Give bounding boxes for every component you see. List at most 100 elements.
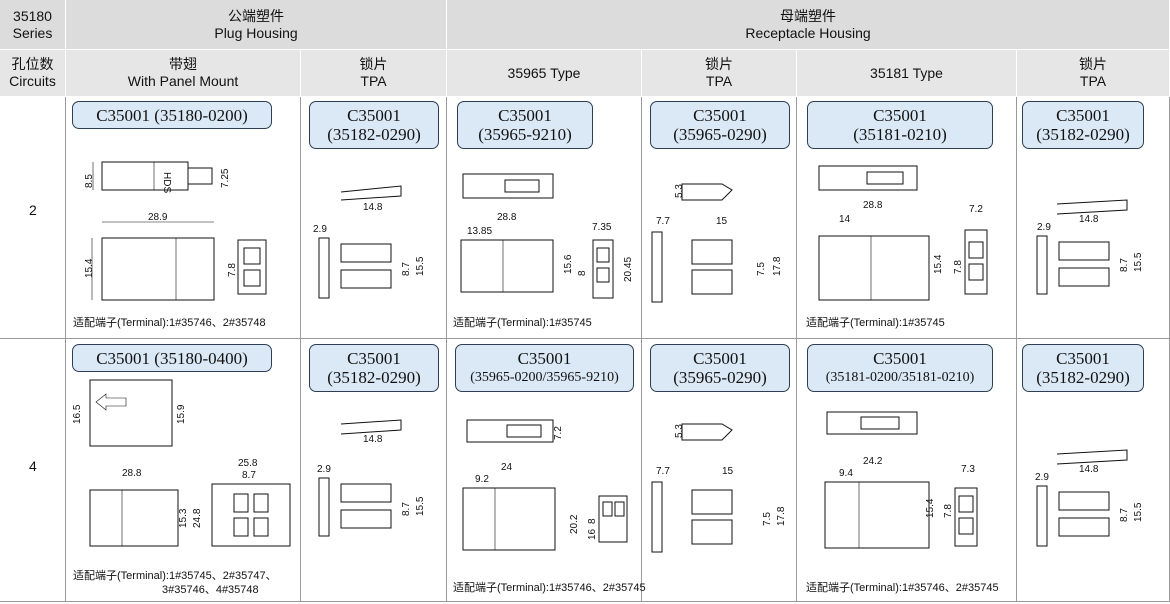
plug-housing-en: Plug Housing	[214, 24, 298, 41]
row2-r65-dim-b: 20.45	[623, 257, 634, 282]
circuits-header: 孔位数 Circuits	[0, 50, 66, 97]
row4-plug-drawing: 16.5 15.9 28.8 15.3 24.8 25.8 8.7	[72, 379, 291, 547]
row4-r65-dim-len: 24	[501, 462, 513, 473]
row2-r81t-dim-w: 14.8	[1079, 214, 1099, 225]
type-35181-header: 35181 Type	[797, 50, 1017, 97]
row4-r65-terminal: 适配端子(Terminal):1#35746、2#35745	[453, 582, 646, 594]
row2-r65t-dim-b: 17.8	[772, 256, 783, 276]
row4-r81t-dim-w: 14.8	[1079, 464, 1099, 475]
type-35965-tpa-header: 锁片 TPA	[642, 50, 797, 97]
receptacle-housing-header: 母端塑件 Receptacle Housing	[447, 0, 1170, 50]
row4-r81-drawing: 24.2 9.4 7.3 15.4 7.8	[824, 411, 978, 549]
row2-r65-dim-face: 7.35	[592, 222, 612, 233]
row4-r81-dim-h: 15.4	[925, 498, 936, 518]
row4-r65-dim-b: 8	[587, 518, 598, 524]
row4-r81-dim-face: 7.3	[961, 464, 975, 475]
row4-r65t-dim-w: 15	[722, 466, 734, 477]
row2-r81-dim-h: 15.4	[933, 254, 944, 274]
row4-plug-tpa-part-number: C35001 (35182-0290)	[309, 344, 439, 392]
row4-plug-dim-h: 16.5	[72, 404, 83, 424]
row2-plug-dim-w: 7.25	[220, 168, 231, 188]
row4-plug-cell	[66, 339, 301, 602]
row2-r65-terminal: 适配端子(Terminal):1#35745	[453, 317, 592, 329]
row2-r81-tpa-part-number: C35001 (35182-0290)	[1022, 101, 1144, 149]
row4-r65-tpa-l2: (35965-0290)	[673, 368, 767, 387]
row4-r81-dim-a: 7.8	[943, 504, 954, 518]
circuits-cn: 孔位数	[11, 56, 54, 72]
series-number: 35180	[13, 7, 52, 24]
row4-r65-tpa-part-number: C35001 (35965-0290)	[650, 344, 790, 392]
row2-tpa-dim-b: 15.5	[415, 256, 426, 276]
row4-r65-l2: (35965-0200/35965-9210)	[470, 370, 619, 385]
row2-plug-terminal: 适配端子(Terminal):1#35746、2#35748	[73, 317, 266, 329]
row2-r65t-dim-a: 7.5	[756, 262, 767, 276]
row2-plug-drawing: HDS 8.5 7.25 28.9 15.4 7.8	[84, 161, 267, 301]
row2-plug-cell	[66, 97, 301, 339]
receptacle-housing-en: Receptacle Housing	[745, 24, 871, 41]
type-35181-label: 35181 Type	[870, 64, 943, 81]
row4-tpa-dim-b: 15.5	[415, 496, 426, 516]
row4-r65-dim-a: 20.2	[569, 514, 580, 534]
row4-r81-dim-off: 9.4	[839, 468, 853, 479]
row2-plug-tpa-l1: C35001	[347, 106, 401, 125]
row4-r65-l1: C35001	[517, 349, 572, 368]
panel-mount-header: 带翅 With Panel Mount	[66, 50, 301, 97]
row2-plug-dim-len: 28.9	[148, 212, 168, 223]
row4-plug-tpa-l2: (35182-0290)	[327, 368, 421, 387]
row4-tpa-dim-w: 14.8	[363, 434, 383, 445]
panel-mount-cn: 带翅	[169, 56, 197, 72]
row2-r81-tpa-l1: C35001	[1056, 106, 1110, 125]
row2-plug-mark: HDS	[161, 172, 172, 193]
panel-mount-en: With Panel Mount	[127, 73, 239, 89]
type-35965-tpa-en: TPA	[705, 73, 733, 89]
row2-r81-part-number: C35001 (35181-0210)	[807, 101, 993, 149]
row2-plug-tpa-l2: (35182-0290)	[327, 125, 421, 144]
row2-r65-l2: (35965-9210)	[478, 125, 572, 144]
row4-r81-l2: (35181-0200/35181-0210)	[825, 370, 975, 385]
row2-r65-tpa-part-number: C35001 (35965-0290)	[650, 101, 790, 149]
row4-r81t-dim-a: 8.7	[1119, 508, 1130, 522]
row4-r81t-dim-l: 2.9	[1035, 472, 1049, 483]
row4-plug-dim-b: 24.8	[192, 508, 203, 528]
row2-r65t-dim-w: 15	[716, 216, 728, 227]
row2-r81-tpa-l2: (35182-0290)	[1036, 125, 1130, 144]
row2-plug-dim-h: 8.5	[84, 174, 95, 188]
type-35965-tpa-cn: 锁片	[705, 56, 733, 72]
row2-r65-l1: C35001	[498, 106, 552, 125]
row2-circuit-count: 2	[29, 202, 37, 218]
row4-plug-dim-len: 28.8	[122, 468, 142, 479]
type-35965-label: 35965 Type	[507, 64, 581, 81]
row4-plug-terminal-l1: 适配端子(Terminal):1#35745、2#35747、	[73, 570, 277, 582]
row4-r65-dim-h: 7.2	[553, 426, 564, 440]
row4-r65-dim-off: 9.2	[475, 474, 489, 485]
row4-r65t-dim-h: 5.3	[674, 424, 685, 438]
row4-r81-tpa-drawing: 14.8 2.9 8.7 15.5	[1035, 449, 1144, 547]
circuits-en: Circuits	[9, 73, 56, 89]
row2-r65-part-number: C35001 (35965-9210)	[457, 101, 593, 149]
row2-circuit-cell	[0, 97, 66, 339]
row4-r65-tpa-l1: C35001	[693, 349, 747, 368]
plug-tpa-header: 锁片 TPA	[301, 50, 447, 97]
row4-plug-dim-fi: 8.7	[242, 470, 256, 481]
row4-plug-terminal-l2: 3#35746、4#35748	[162, 584, 259, 596]
row4-r81-terminal: 适配端子(Terminal):1#35746、2#35745	[806, 582, 999, 594]
row4-r65t-dim-a: 7.5	[762, 512, 773, 526]
row4-tpa-dim-a: 8.7	[401, 502, 412, 516]
type-35965-header: 35965 Type	[447, 50, 642, 97]
row2-r81-dim-len: 28.8	[863, 200, 883, 211]
row4-r81-tpa-part-number: C35001 (35182-0290)	[1022, 344, 1144, 392]
row4-plug-part-number: C35001 (35180-0400)	[72, 344, 272, 372]
receptacle-housing-cn: 母端塑件	[780, 7, 836, 24]
row2-r81-tpa-drawing: 14.8 2.9 8.7 15.5	[1036, 199, 1144, 295]
row2-r81t-dim-b: 15.5	[1133, 252, 1144, 272]
row4-r65-part-number: C35001 (35965-0200/35965-9210)	[455, 344, 634, 392]
row2-r81-dim-face: 7.2	[969, 204, 983, 215]
row4-r65t-dim-l: 7.7	[656, 466, 670, 477]
row2-r81t-dim-a: 8.7	[1119, 258, 1130, 272]
row4-r65-tpa-drawing: 5.3 7.7 15 7.5 17.8	[651, 423, 787, 553]
row4-plug-part-text: C35001 (35180-0400)	[96, 348, 248, 368]
row2-r81-dim-a: 7.8	[953, 260, 964, 274]
row4-circuit-cell	[0, 339, 66, 602]
row4-r81t-dim-b: 15.5	[1133, 502, 1144, 522]
row4-plug-dim-a: 15.3	[178, 508, 189, 528]
